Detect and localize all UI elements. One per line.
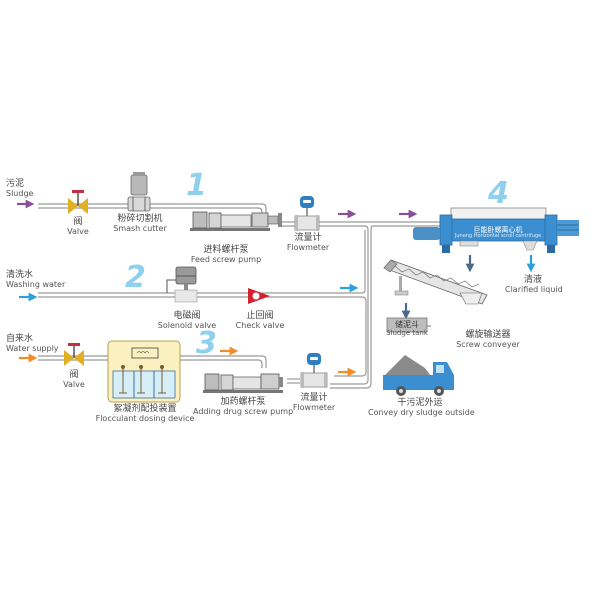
step-number-4: 4	[488, 176, 509, 211]
smash-cutter-icon[interactable]	[127, 172, 151, 212]
label-check-valve: 止回阀 Check valve	[235, 311, 285, 331]
dosing-device-icon[interactable]	[107, 340, 181, 403]
label-solenoid-valve: 电磁阀 Solenoid valve	[157, 311, 217, 331]
label-washing-water: 清洗水 Washing water	[6, 270, 66, 290]
truck-icon[interactable]	[383, 355, 454, 396]
flowmeter-1-icon[interactable]	[294, 196, 320, 231]
centrifuge-icon[interactable]	[413, 207, 579, 253]
label-sludge: 污泥 Sludge	[6, 179, 34, 199]
sludge-tank-icon[interactable]	[386, 317, 431, 333]
label-sludge-tank: 储泥斗 Sludge tank	[386, 320, 428, 338]
label-valve-2: 阀 Valve	[63, 370, 85, 390]
label-feed-pump: 进料螺杆泵 Feed screw pump	[190, 245, 262, 265]
arrows	[17, 199, 536, 377]
drug-pump-icon[interactable]	[203, 373, 283, 393]
valve-1-icon[interactable]	[68, 190, 88, 214]
label-water-supply: 自来水 Water supply	[6, 334, 59, 354]
pipes	[38, 203, 440, 389]
label-clarified-liquid: 清液 Clarified liquid	[505, 275, 563, 295]
check-valve-icon[interactable]	[248, 288, 270, 304]
label-flowmeter-2: 流量计 Flowmeter	[292, 393, 336, 413]
flowmeter-2-icon[interactable]	[300, 353, 328, 388]
label-flowmeter-1: 流量计 Flowmeter	[286, 233, 330, 253]
label-screw-conveyer: 螺旋输送器 Screw conveyer	[456, 330, 520, 350]
solenoid-valve-icon[interactable]	[166, 266, 198, 303]
step-number-3: 3	[196, 326, 217, 361]
label-dosing-device: 絮凝剂配投装置 Flocculant dosing device	[95, 404, 195, 424]
screw-conveyer-icon[interactable]	[383, 259, 488, 305]
valve-2-icon[interactable]	[64, 343, 84, 366]
pipe-dosing	[180, 355, 267, 368]
label-drug-pump: 加药螺杆泵 Adding drug screw pump	[193, 397, 294, 417]
step-number-2: 2	[125, 260, 146, 295]
feed-pump-icon[interactable]	[190, 211, 282, 231]
pipe-washing	[38, 230, 366, 294]
pipe-sludge	[38, 203, 267, 215]
label-smash-cutter: 粉碎切割机 Smash cutter	[113, 214, 167, 234]
label-valve-1: 阀 Valve	[67, 217, 89, 237]
label-truck: 干污泥外运 Convey dry sludge outside	[368, 398, 475, 418]
step-number-1: 1	[186, 168, 207, 203]
label-centrifuge: 巨能卧螺离心机 Juneng Horizontal scroll centrif…	[454, 226, 542, 240]
